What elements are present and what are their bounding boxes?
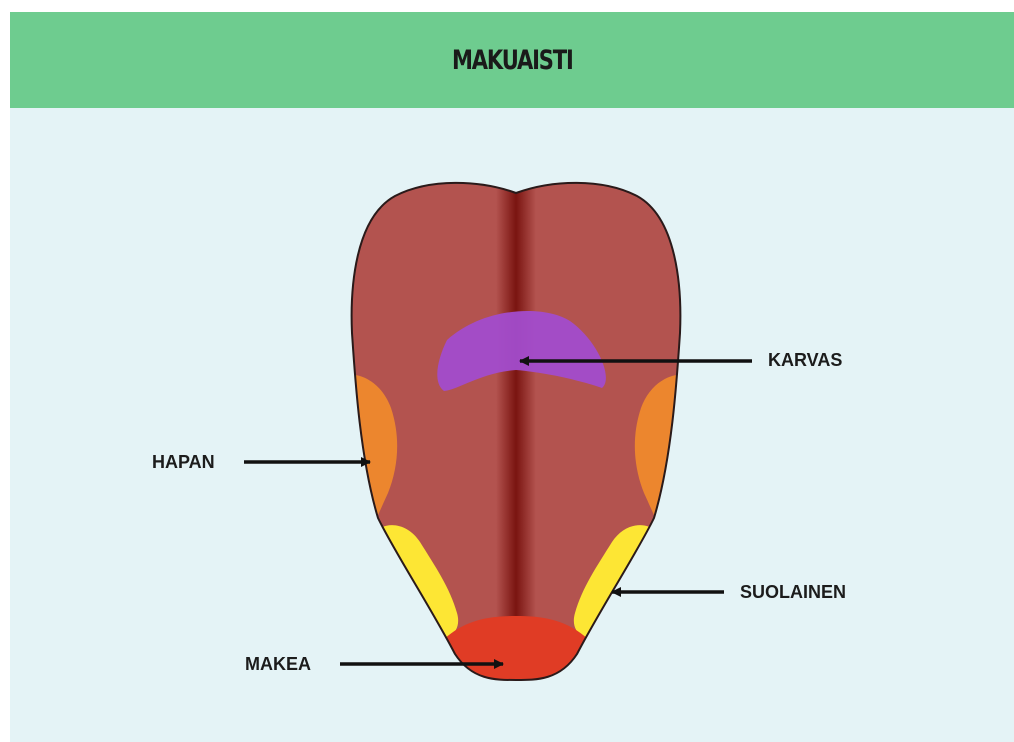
diagram-panel: KARVAS HAPAN SUOLAINEN MAKEA [10, 108, 1014, 742]
label-hapan: HAPAN [152, 452, 215, 472]
label-suolainen: SUOLAINEN [740, 582, 846, 602]
label-makea: MAKEA [245, 654, 311, 674]
header-bar: MAKUAISTI [10, 12, 1014, 108]
zone-makea [442, 616, 590, 698]
tongue-body [310, 168, 720, 698]
label-karvas: KARVAS [768, 350, 842, 370]
diagram-frame: MAKUAISTI [10, 12, 1014, 742]
page-title: MAKUAISTI [452, 45, 573, 76]
tongue-diagram: KARVAS HAPAN SUOLAINEN MAKEA [10, 108, 1014, 742]
